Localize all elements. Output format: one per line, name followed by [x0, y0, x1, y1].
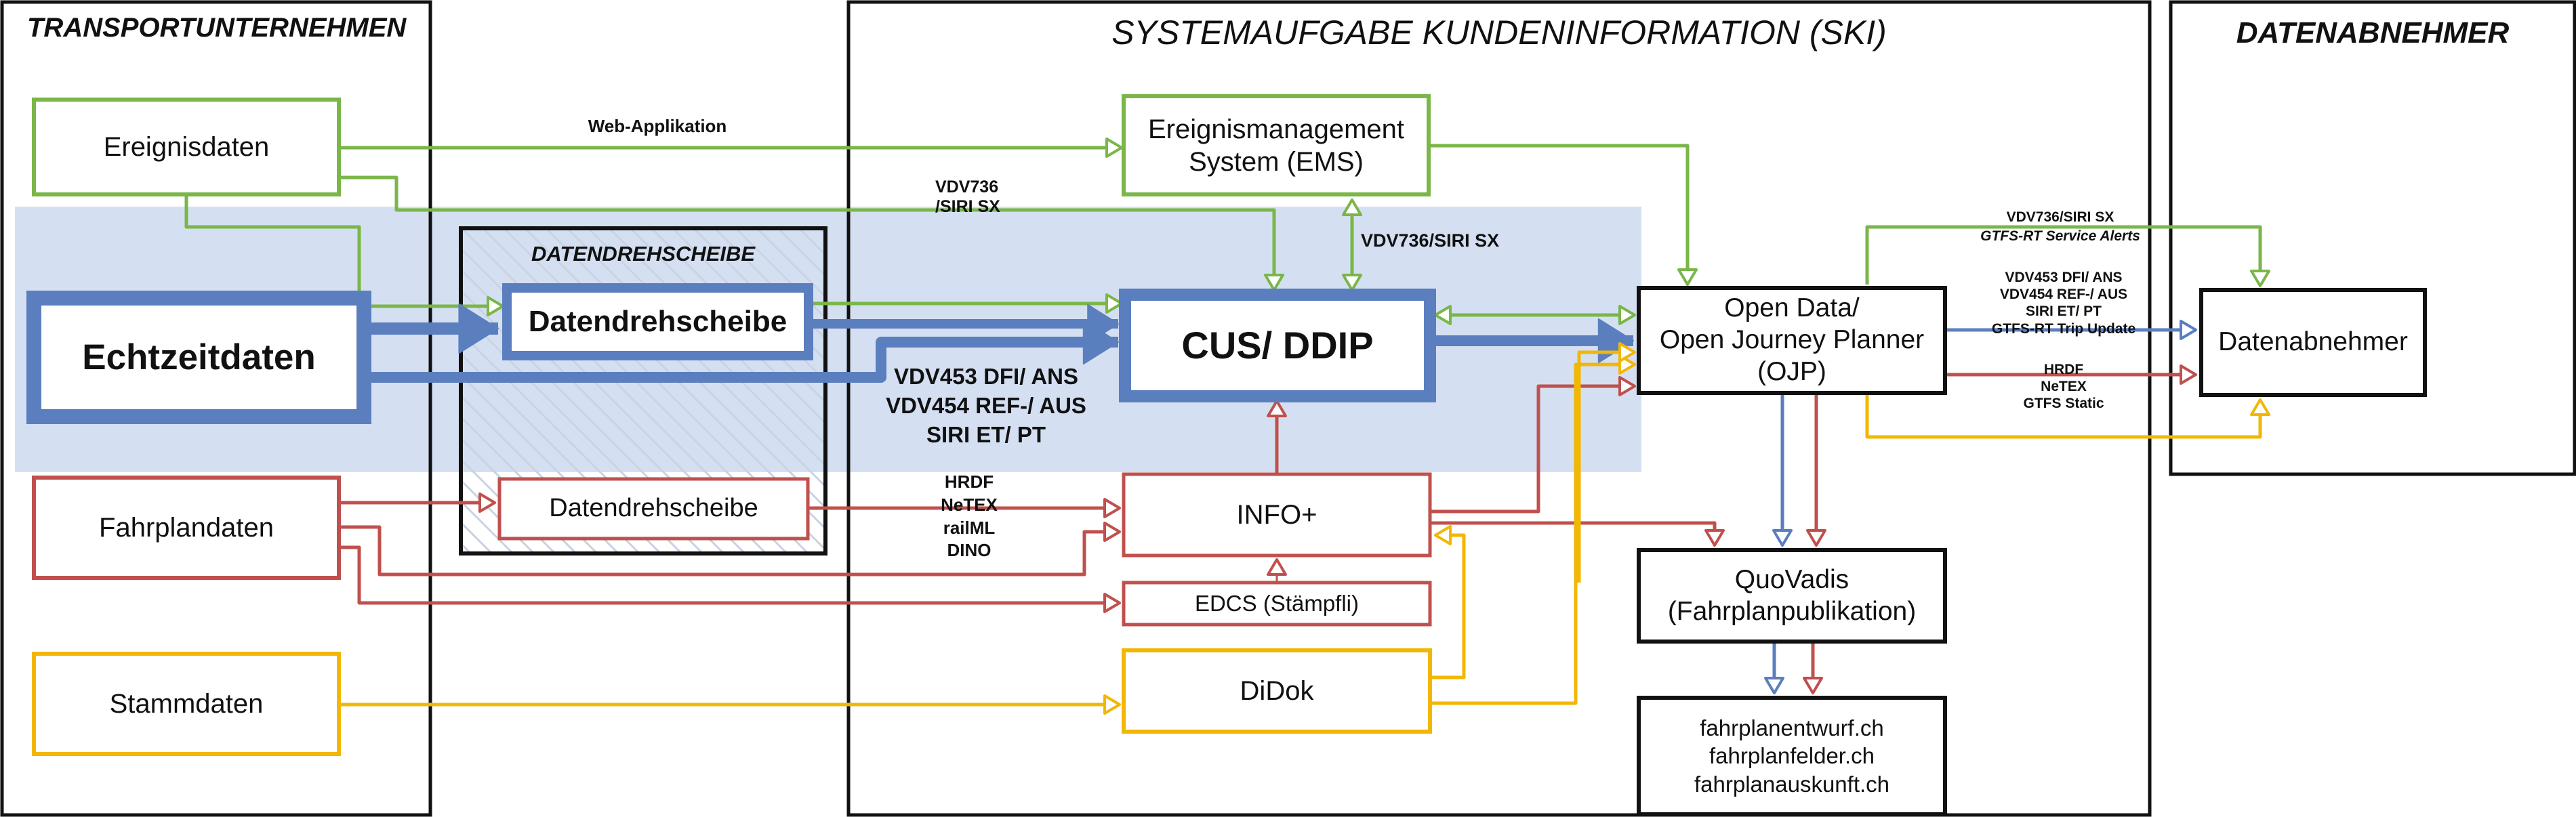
box-ereignisdaten — [32, 98, 341, 196]
yellow-stamm-didok-head — [1103, 694, 1121, 715]
red-info-quovadis-head — [1704, 529, 1725, 547]
yellow-didok-ojp-2 — [1577, 350, 1635, 583]
green-ojp-abnehmer — [1865, 225, 2262, 286]
label-web-app: Web-Applikation — [588, 116, 727, 136]
red-dds-info-head — [1103, 498, 1121, 518]
node-info: INFO+ — [1236, 500, 1317, 530]
blue-ojp-abnehmer-head — [2180, 320, 2197, 340]
section-title-ski: SYSTEMAUFGABE KUNDENINFORMATION (SKI) — [1111, 14, 1887, 51]
box-ojp — [1637, 286, 1947, 395]
red-ojp-quovadis-head — [1806, 529, 1826, 547]
green-ereignis-dds — [184, 196, 503, 308]
box-dds-bold — [502, 283, 813, 360]
node-ems: Ereignismanagement System (EMS) — [1148, 114, 1404, 177]
blue-quovadis-web-head — [1764, 677, 1784, 694]
red-fahrplan-edcs — [339, 545, 1120, 605]
green-ems-ojp — [1429, 144, 1690, 285]
node-datenabnehmer: Datenabnehmer — [2218, 327, 2408, 357]
red-info-quovadis — [1430, 521, 1717, 545]
yellow-ojp-abnehmer — [1865, 393, 2262, 439]
label-vdv736-b: VDV736/SIRI SX — [1361, 230, 1500, 251]
yellow-didok-info — [1430, 533, 1466, 679]
box-dds-red — [497, 477, 810, 541]
green-cus-ojp-tail — [1434, 305, 1452, 325]
yellow-didok-info-head — [1434, 525, 1452, 545]
box-fahrplandaten — [32, 476, 341, 580]
green-ereignis-ems-head — [1105, 138, 1123, 158]
label-hrdf: HRDF NeTEX railML DINO — [941, 472, 998, 561]
green-ems-cus-head — [1342, 274, 1362, 291]
node-edcs: EDCS (Stämpfli) — [1194, 591, 1359, 616]
section-abnehmer-frame — [2169, 0, 2576, 476]
node-echtzeitdaten: Echtzeitdaten — [82, 337, 316, 377]
red-fahrplan-edcs-head — [1103, 593, 1121, 613]
green-cus-ojp-head — [1618, 305, 1636, 325]
node-stammdaten: Stammdaten — [109, 689, 264, 719]
red-info-cus-head — [1267, 400, 1287, 417]
box-websites — [1637, 696, 1947, 816]
label-right-vdv453: VDV453 DFI/ ANS VDV454 REF-/ AUS SIRI ET… — [1991, 270, 2136, 337]
section-transport-frame — [0, 0, 432, 817]
node-fahrplandaten: Fahrplandaten — [99, 513, 274, 543]
box-stammdaten — [32, 652, 341, 756]
blue-echtzeit-dds-head — [458, 303, 499, 354]
box-datenabnehmer — [2199, 288, 2427, 397]
green-dds-cus-head — [1105, 293, 1123, 314]
label-right-gtfs-alerts: GTFS-RT Service Alerts — [1980, 228, 2140, 244]
label-vdv-big: VDV453 DFI/ ANS VDV454 REF-/ AUS SIRI ET… — [886, 364, 1086, 447]
connector-arrows — [184, 138, 2270, 715]
yellow-ojp-abnehmer-head — [2250, 398, 2270, 416]
box-info — [1122, 472, 1432, 558]
label-right-vdv736: VDV736/SIRI SX — [2006, 209, 2114, 225]
node-dds-bold: Datendrehscheibe — [528, 304, 788, 338]
node-cus: CUS/ DDIP — [1181, 324, 1374, 367]
red-info-ojp-head — [1618, 376, 1636, 396]
node-ereignisdaten: Ereignisdaten — [103, 132, 270, 162]
section-ski-frame — [846, 0, 2152, 817]
section-title-abnehmer: DATENABNEHMER — [2236, 16, 2510, 49]
red-ojp-abnehmer-head — [2180, 364, 2197, 385]
green-ojp-abnehmer-head — [2250, 270, 2270, 287]
node-ojp: Open Data/ Open Journey Planner (OJP) — [1659, 293, 1925, 386]
node-dds-red: Datendrehscheibe — [549, 494, 758, 523]
label-vdv736-a: VDV736 /SIRI SX — [935, 177, 1000, 216]
box-didok — [1122, 648, 1432, 734]
box-ems — [1122, 94, 1431, 196]
red-fahrplan-info-head — [1103, 522, 1121, 542]
blue-echtzeit-cus — [364, 337, 1118, 383]
yellow-didok-ojp — [1430, 362, 1635, 705]
red-fahrplan-info — [339, 525, 1120, 577]
node-quovadis: QuoVadis (Fahrplanpublikation) — [1667, 564, 1917, 626]
red-quovadis-web-head — [1803, 677, 1823, 694]
red-edcs-info-head — [1267, 558, 1287, 576]
green-ems-cus-tail — [1342, 198, 1362, 216]
box-quovadis — [1637, 548, 1947, 644]
node-didok: DiDok — [1240, 676, 1314, 706]
green-ereignis-cus — [339, 175, 1276, 290]
label-right-static: HRDF NeTEX GTFS Static — [2023, 362, 2104, 412]
red-info-ojp — [1430, 384, 1635, 514]
box-cus — [1119, 289, 1436, 402]
blue-dds-cus-head — [1087, 304, 1119, 343]
dds-group-title: DATENDREHSCHEIBE — [531, 242, 756, 266]
green-ereignis-cus-head — [1264, 274, 1284, 291]
green-ems-ojp-head — [1677, 268, 1698, 286]
yellow-didok-ojp-2-head — [1618, 342, 1636, 362]
box-edcs — [1122, 581, 1432, 627]
section-title-transport: TRANSPORTUNTERNEHMEN — [27, 13, 407, 43]
box-echtzeitdaten — [26, 291, 371, 424]
blue-ojp-quovadis-head — [1772, 529, 1793, 547]
red-fahrplan-dds-head — [478, 493, 496, 513]
green-ereignis-dds-head — [487, 296, 504, 316]
node-websites: fahrplanentwurf.ch fahrplanfelder.ch fah… — [1694, 715, 1890, 797]
